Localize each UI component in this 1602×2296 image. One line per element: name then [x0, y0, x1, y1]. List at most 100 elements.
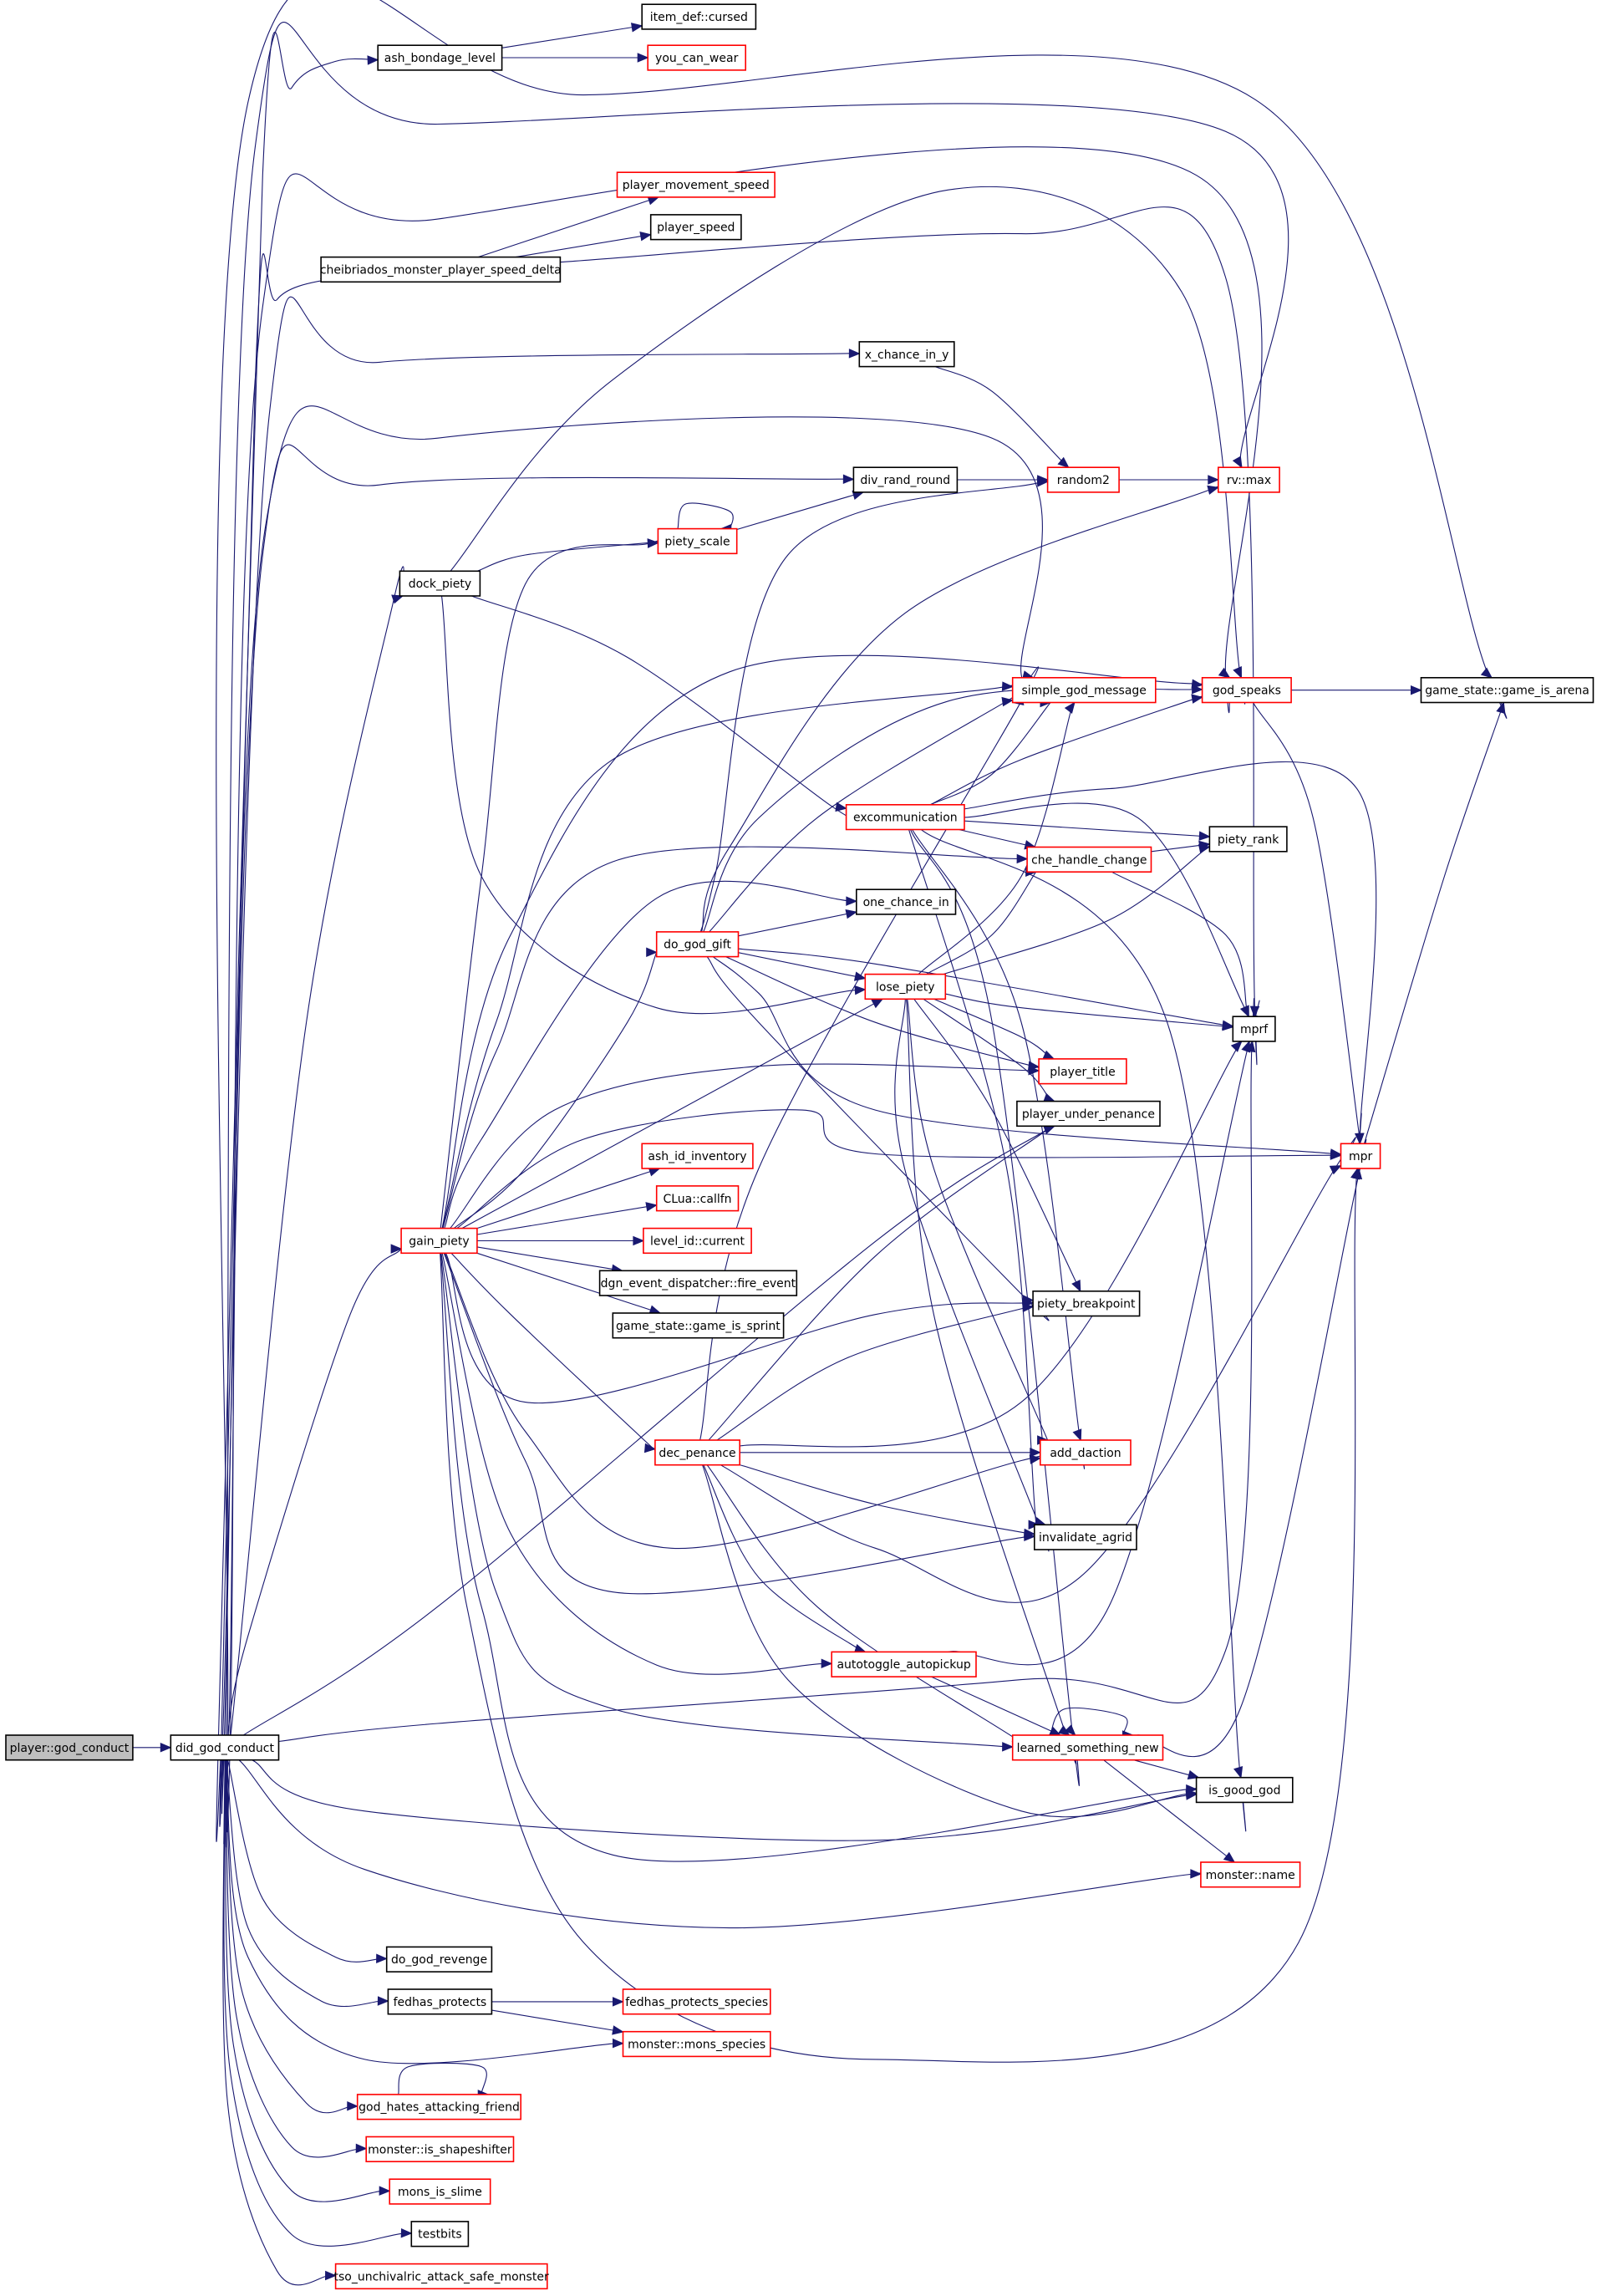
node-tso-unchivalric-attack-safe-monster[interactable]: tso_unchivalric_attack_safe_monster	[333, 2263, 549, 2290]
node-box[interactable]	[643, 1227, 752, 1255]
node-testbits[interactable]: testbits	[410, 2221, 470, 2248]
node-box[interactable]	[389, 2178, 491, 2205]
node-player-title[interactable]: player_title	[1038, 1058, 1127, 1085]
node-box[interactable]	[399, 570, 481, 597]
node-box[interactable]	[1200, 1861, 1301, 1888]
node-dec-penance[interactable]: dec_penance	[654, 1439, 741, 1466]
node-x-chance-in-y[interactable]: x_chance_in_y	[858, 341, 955, 368]
node-random2[interactable]: random2	[1046, 466, 1120, 493]
node-box[interactable]	[856, 888, 957, 915]
node-box[interactable]	[1016, 1100, 1161, 1128]
node-player-god-conduct[interactable]: player::god_conduct	[5, 1734, 134, 1761]
node-box[interactable]	[612, 1312, 785, 1339]
node-che-handle-change[interactable]: che_handle_change	[1026, 846, 1152, 873]
node-rv-max[interactable]: rv::max	[1218, 466, 1280, 493]
node-one-chance-in[interactable]: one_chance_in	[856, 888, 957, 915]
node-dock-piety[interactable]: dock_piety	[399, 570, 481, 597]
node-box[interactable]	[1208, 826, 1288, 853]
node-monster-name[interactable]: monster::name	[1200, 1861, 1301, 1888]
node-box[interactable]	[1038, 1058, 1127, 1085]
node-box[interactable]	[1340, 1143, 1381, 1169]
node-box[interactable]	[616, 171, 776, 198]
node-box[interactable]	[858, 341, 955, 368]
node-box[interactable]	[641, 3, 757, 30]
node-box[interactable]	[1232, 1016, 1276, 1042]
node-box[interactable]	[598, 1270, 798, 1296]
node-box[interactable]	[622, 2030, 771, 2058]
node-level-id-current[interactable]: level_id::current	[643, 1227, 752, 1255]
node-box[interactable]	[1011, 676, 1157, 704]
node-box[interactable]	[1420, 676, 1594, 704]
node-box[interactable]	[1218, 466, 1280, 493]
node-box[interactable]	[400, 1227, 478, 1255]
node-box[interactable]	[1201, 676, 1292, 704]
node-box[interactable]	[320, 256, 562, 283]
node-box[interactable]	[410, 2221, 470, 2248]
node-box[interactable]	[385, 1946, 493, 1973]
node-game-state-game-is-sprint[interactable]: game_state::game_is_sprint	[612, 1312, 785, 1339]
node-box[interactable]	[864, 973, 947, 1000]
node-did-god-conduct[interactable]: did_god_conduct	[170, 1734, 280, 1761]
node-box[interactable]	[334, 2263, 548, 2290]
node-box[interactable]	[655, 1185, 740, 1212]
node-box[interactable]	[387, 1988, 493, 2015]
node-box[interactable]	[365, 2136, 515, 2163]
node-mpr[interactable]: mpr	[1340, 1143, 1381, 1169]
node-box[interactable]	[852, 466, 959, 493]
node-box[interactable]	[1026, 846, 1152, 873]
node-god-hates-attacking-friend[interactable]: god_hates_attacking_friend	[356, 2094, 522, 2120]
node-player-under-penance[interactable]: player_under_penance	[1016, 1100, 1161, 1128]
node-box[interactable]	[1046, 466, 1120, 493]
node-do-god-revenge[interactable]: do_god_revenge	[385, 1946, 493, 1973]
node-box[interactable]	[641, 1143, 754, 1169]
node-cheibriados-monster-player-speed-delta[interactable]: cheibriados_monster_player_speed_delta	[320, 256, 562, 283]
node-clua-callfn[interactable]: CLua::callfn	[655, 1185, 740, 1212]
node-invalidate-agrid[interactable]: invalidate_agrid	[1034, 1524, 1137, 1550]
node-div-rand-round[interactable]: div_rand_round	[852, 466, 959, 493]
node-box[interactable]	[622, 1988, 771, 2015]
node-ash-id-inventory[interactable]: ash_id_inventory	[641, 1143, 754, 1169]
node-box[interactable]	[649, 214, 742, 241]
node-simple-god-message[interactable]: simple_god_message	[1011, 676, 1157, 704]
node-piety-breakpoint[interactable]: piety_breakpoint	[1032, 1291, 1141, 1317]
node-monster-is-shapeshifter[interactable]: monster::is_shapeshifter	[365, 2136, 515, 2163]
node-box[interactable]	[647, 44, 747, 71]
node-gain-piety[interactable]: gain_piety	[400, 1227, 478, 1255]
node-fedhas-protects[interactable]: fedhas_protects	[387, 1988, 493, 2015]
node-piety-scale[interactable]: piety_scale	[657, 527, 738, 555]
node-autotoggle-autopickup[interactable]: autotoggle_autopickup	[831, 1651, 977, 1677]
node-is-good-god[interactable]: is_good_god	[1195, 1776, 1294, 1804]
node-do-god-gift[interactable]: do_god_gift	[655, 931, 740, 958]
node-box[interactable]	[655, 931, 740, 958]
node-box[interactable]	[170, 1734, 280, 1761]
node-game-state-game-is-arena[interactable]: game_state::game_is_arena	[1420, 676, 1594, 704]
node-box[interactable]	[654, 1439, 741, 1466]
node-box[interactable]	[1032, 1291, 1141, 1317]
node-box[interactable]	[377, 44, 503, 71]
node-box[interactable]	[356, 2094, 522, 2120]
node-box[interactable]	[1034, 1524, 1137, 1550]
node-mons-is-slime[interactable]: mons_is_slime	[389, 2178, 491, 2205]
node-you-can-wear[interactable]: you_can_wear	[647, 44, 747, 71]
node-learned-something-new[interactable]: learned_something_new	[1011, 1734, 1164, 1761]
node-box[interactable]	[657, 527, 738, 555]
node-item-def-cursed[interactable]: item_def::cursed	[641, 3, 757, 30]
node-box[interactable]	[1195, 1776, 1294, 1804]
node-piety-rank[interactable]: piety_rank	[1208, 826, 1288, 853]
node-fedhas-protects-species[interactable]: fedhas_protects_species	[622, 1988, 771, 2015]
node-player-speed[interactable]: player_speed	[649, 214, 742, 241]
node-box[interactable]	[845, 803, 965, 831]
node-ash-bondage-level[interactable]: ash_bondage_level	[377, 44, 503, 71]
node-mprf[interactable]: mprf	[1232, 1016, 1276, 1042]
node-box[interactable]	[1040, 1439, 1132, 1466]
node-add-daction[interactable]: add_daction	[1040, 1439, 1132, 1466]
node-player-movement-speed[interactable]: player_movement_speed	[616, 171, 776, 198]
node-excommunication[interactable]: excommunication	[845, 803, 965, 831]
node-box[interactable]	[831, 1651, 977, 1677]
node-box[interactable]	[5, 1734, 134, 1761]
node-dgn-event-dispatcher-fire-event[interactable]: dgn_event_dispatcher::fire_event	[598, 1270, 798, 1296]
node-god-speaks[interactable]: god_speaks	[1201, 676, 1292, 704]
node-box[interactable]	[1011, 1734, 1164, 1761]
node-lose-piety[interactable]: lose_piety	[864, 973, 947, 1000]
node-monster-mons-species[interactable]: monster::mons_species	[622, 2030, 771, 2058]
